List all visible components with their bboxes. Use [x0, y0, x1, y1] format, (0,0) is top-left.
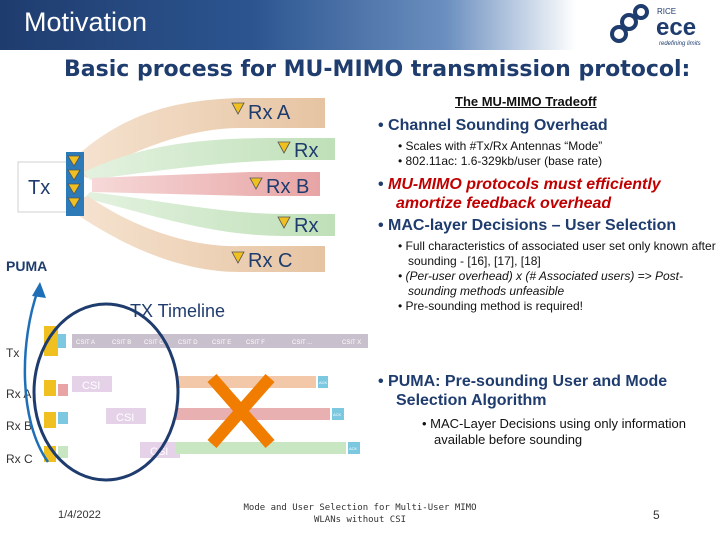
title-bar: Motivation	[0, 0, 720, 50]
beam-rx-c	[62, 196, 325, 272]
bullet-pre-sounding: • Pre-sounding method is required!	[398, 299, 583, 313]
tx-slot-8: CSIT X	[342, 340, 361, 346]
footer-title-line1: Mode and User Selection for Multi-User M…	[243, 503, 477, 513]
timeline-title: TX Timeline	[130, 301, 225, 321]
bullet-rate: • 802.11ac: 1.6-329kb/user (base rate)	[398, 154, 603, 168]
tx-slot-2: CSIT B	[112, 340, 131, 346]
beam-rx-4	[84, 192, 335, 236]
rejected-cross-icon	[207, 374, 275, 448]
bullet-per-user: • (Per-user overhead) x (# Associated us…	[398, 269, 683, 298]
rx-2-label: Rx	[294, 140, 318, 162]
beam-rx-2	[84, 138, 335, 180]
bullet-puma-head-text: PUMA: Pre-sounding User and Mode Selecti…	[388, 373, 668, 409]
puma-arrow-icon	[23, 289, 50, 463]
rx-a-antenna-icon	[231, 102, 245, 115]
logo-tagline: redefining limits	[659, 41, 701, 47]
bullet-mu-mimo: • MU-MIMO protocols must efficiently amo…	[378, 176, 661, 212]
timeline-row-tx: Tx	[6, 346, 19, 360]
puma-highlight-circle	[32, 302, 180, 482]
bullet-scales-text: Scales with #Tx/Rx Antennas “Mode”	[405, 139, 603, 153]
bullet-mac-layer: • MAC-layer Decisions – User Selection	[378, 217, 677, 234]
tx-slot-1: CSIT A	[76, 340, 95, 346]
bullet-mac-only-text: MAC-Layer Decisions using only informati…	[430, 416, 686, 447]
puma-label: PUMA	[6, 258, 47, 274]
rx-b-csi: CSI	[116, 412, 134, 424]
slide-title: Motivation	[24, 7, 148, 37]
rx-a-csi: CSI	[82, 380, 100, 392]
rx-a-ack: ACK	[319, 380, 328, 385]
footer-title-line2: WLANs without CSI	[313, 515, 407, 525]
tradeoff-heading: The MU-MIMO Tradeoff	[455, 94, 597, 109]
bullet-mac-layer-text: MAC-layer Decisions – User Selection	[388, 217, 677, 234]
bullet-mu-mimo-text: MU-MIMO protocols must efficiently amort…	[388, 176, 661, 212]
rx-b-antenna-icon	[249, 177, 263, 190]
bullet-scales: • Scales with #Tx/Rx Antennas “Mode”	[398, 139, 603, 153]
rx-c-label: Rx C	[248, 250, 292, 272]
bullet-puma-head: • PUMA: Pre-sounding User and Mode Selec…	[378, 373, 668, 409]
slide-subtitle: Basic process for MU-MIMO transmission p…	[64, 57, 691, 82]
rx-b-label: Rx B	[266, 176, 309, 198]
bullet-channel-sounding: • Channel Sounding Overhead	[378, 117, 608, 134]
bullet-list-puma: • PUMA: Pre-sounding User and Mode Selec…	[378, 372, 718, 448]
logo-brand-main: ece	[656, 14, 696, 41]
rx-c-antenna-icon	[231, 251, 245, 264]
bullet-mac-only: • MAC-Layer Decisions using only informa…	[422, 416, 686, 447]
bullet-per-user-text: (Per-user overhead) x (# Associated user…	[405, 269, 683, 298]
tx-label: Tx	[28, 177, 50, 199]
rx-b-ack: ACK	[333, 412, 342, 417]
tx-slot-5: CSIT E	[212, 340, 231, 346]
rx-c-timeline: CSI ACK	[44, 442, 360, 462]
rx-a-label: Rx A	[248, 102, 291, 124]
rx-a-timeline: CSI ACK	[44, 376, 328, 396]
tx-antenna-icons	[66, 152, 84, 216]
timeline-row-rx-c: Rx C	[6, 452, 33, 466]
tx-slot-7: CSIT ...	[292, 340, 313, 346]
beam-rx-a	[62, 98, 325, 178]
bullet-full-char-text: Full characteristics of associated user …	[405, 239, 716, 268]
tx-timeline-bar: CSIT A CSIT B CSIT C CSIT D CSIT E CSIT …	[44, 326, 368, 356]
footer-date: 1/4/2022	[58, 509, 101, 521]
bullet-list-overhead: • Channel Sounding Overhead • Scales wit…	[378, 116, 718, 314]
rx-c-ack: ACK	[349, 446, 358, 451]
timeline-row-rx-b: Rx B	[6, 419, 32, 433]
bullet-full-char: • Full characteristics of associated use…	[398, 239, 716, 268]
tx-slot-4: CSIT D	[178, 340, 198, 346]
logo-brand-top: RICE	[657, 7, 676, 16]
timeline-rows: Tx Rx A Rx B Rx C	[6, 346, 33, 466]
logo-chain-icon	[610, 4, 649, 43]
rx-4-antenna-icon	[277, 216, 291, 229]
beam-rx-b	[92, 172, 320, 196]
puma-arrowhead-icon	[32, 282, 46, 298]
rx-4-label: Rx	[294, 215, 318, 237]
tx-slot-6: CSIT F	[246, 340, 265, 346]
rice-ece-logo: RICE ece redefining limits	[610, 4, 701, 47]
bullet-rate-text: 802.11ac: 1.6-329kb/user (base rate)	[405, 154, 603, 168]
tx-slot-3: CSIT C	[144, 340, 164, 346]
bullet-pre-sounding-text: Pre-sounding method is required!	[405, 299, 583, 313]
rx-b-timeline: CSI ACK	[44, 408, 344, 428]
rx-2-antenna-icon	[277, 141, 291, 154]
footer-title: Mode and User Selection for Multi-User M…	[240, 502, 480, 526]
bullet-channel-sounding-text: Channel Sounding Overhead	[388, 117, 608, 134]
page-number: 5	[653, 508, 660, 522]
